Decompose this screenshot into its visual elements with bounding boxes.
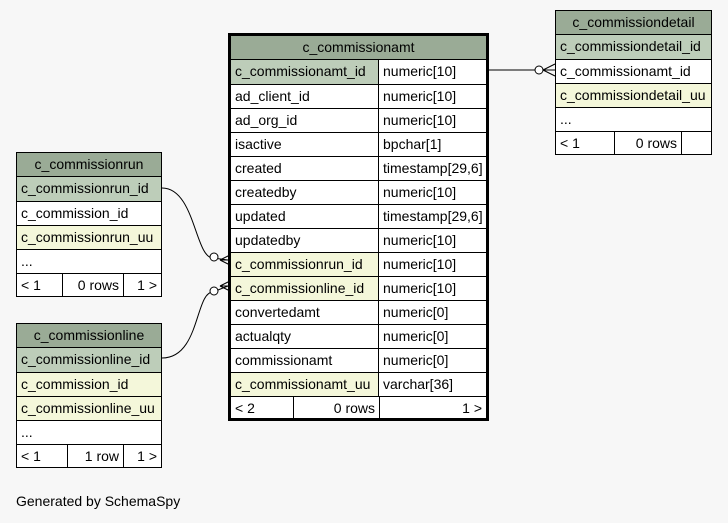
column-row[interactable]: ... bbox=[17, 249, 161, 273]
column-type: numeric[10] bbox=[378, 253, 486, 276]
column-name: c_commissionamt_uu bbox=[231, 373, 378, 396]
column-row[interactable]: c_commissiondetail_id bbox=[556, 35, 711, 59]
column-row[interactable]: ... bbox=[556, 107, 711, 131]
column-name: updatedby bbox=[235, 232, 301, 248]
footer-row-count: 0 rows bbox=[293, 397, 379, 420]
table-c-commissionrun[interactable]: c_commissionrun c_commissionrun_id c_comm… bbox=[16, 152, 162, 297]
column-row[interactable]: created timestamp[29,6] bbox=[231, 156, 486, 180]
table-footer: < 1 1 row 1 > bbox=[17, 444, 161, 468]
table-footer: < 2 0 rows 1 > bbox=[231, 396, 486, 420]
footer-children[interactable] bbox=[681, 132, 711, 155]
column-name: c_commissionrun_id bbox=[17, 177, 161, 201]
column-type: numeric[10] bbox=[378, 85, 486, 108]
column-row[interactable]: c_commissiondetail_uu bbox=[556, 83, 711, 107]
column-name: ... bbox=[21, 253, 33, 269]
column-type: numeric[10] bbox=[378, 229, 486, 252]
table-title[interactable]: c_commissiondetail bbox=[556, 11, 711, 35]
footer-row-count: 0 rows bbox=[62, 274, 123, 297]
column-row[interactable]: ... bbox=[17, 420, 161, 444]
column-row[interactable]: c_commissionline_id bbox=[17, 348, 161, 372]
column-name: c_commissionline_id bbox=[231, 277, 378, 300]
table-title[interactable]: c_commissionamt bbox=[231, 36, 486, 60]
column-row[interactable]: c_commissionrun_uu bbox=[17, 225, 161, 249]
column-name: isactive bbox=[235, 136, 282, 152]
column-type: timestamp[29,6] bbox=[378, 205, 486, 228]
column-name: ... bbox=[560, 111, 572, 127]
column-type: numeric[10] bbox=[378, 60, 486, 84]
column-row[interactable]: updatedby numeric[10] bbox=[231, 228, 486, 252]
footer-parents[interactable]: < 1 bbox=[21, 448, 41, 464]
link-run-optional-marker bbox=[209, 252, 219, 262]
footer-children[interactable]: 1 > bbox=[379, 397, 486, 420]
column-type: numeric[10] bbox=[378, 277, 486, 300]
link-detail-optional-marker bbox=[534, 65, 544, 75]
column-type: varchar[36] bbox=[378, 373, 486, 396]
column-name: actualqty bbox=[235, 328, 292, 344]
column-name: created bbox=[235, 160, 282, 176]
table-title[interactable]: c_commissionrun bbox=[17, 153, 161, 177]
footer-parents[interactable]: < 1 bbox=[21, 277, 41, 293]
column-name: ... bbox=[21, 424, 33, 440]
column-name: c_commissiondetail_id bbox=[556, 35, 711, 59]
column-name: createdby bbox=[235, 184, 297, 200]
column-name: c_commissionline_uu bbox=[17, 397, 161, 420]
column-row[interactable]: actualqty numeric[0] bbox=[231, 324, 486, 348]
column-row[interactable]: isactive bpchar[1] bbox=[231, 132, 486, 156]
column-row[interactable]: c_commission_id bbox=[17, 201, 161, 225]
link-line-optional-marker bbox=[209, 286, 219, 296]
footer-children[interactable]: 1 > bbox=[123, 445, 161, 468]
link-detail-crowfoot bbox=[542, 63, 556, 77]
column-name: c_commissionamt_id bbox=[560, 63, 691, 79]
column-name: c_commissionrun_id bbox=[231, 253, 378, 276]
column-type: numeric[10] bbox=[378, 181, 486, 204]
column-name: c_commissionamt_id bbox=[231, 60, 378, 84]
column-row[interactable]: ad_client_id numeric[10] bbox=[231, 84, 486, 108]
column-type: numeric[0] bbox=[378, 301, 486, 324]
column-row[interactable]: updated timestamp[29,6] bbox=[231, 204, 486, 228]
column-name: updated bbox=[235, 208, 286, 224]
column-type: numeric[0] bbox=[378, 325, 486, 348]
footer-parents[interactable]: < 1 bbox=[560, 135, 580, 151]
table-c-commissiondetail[interactable]: c_commissiondetail c_commissiondetail_id… bbox=[555, 10, 712, 155]
footer-row-count: 0 rows bbox=[614, 132, 681, 155]
footer-children[interactable]: 1 > bbox=[123, 274, 161, 297]
column-row[interactable]: c_commissionline_uu bbox=[17, 396, 161, 420]
column-name: c_commissionrun_uu bbox=[17, 226, 161, 249]
column-row[interactable]: ad_org_id numeric[10] bbox=[231, 108, 486, 132]
column-row[interactable]: createdby numeric[10] bbox=[231, 180, 486, 204]
column-type: timestamp[29,6] bbox=[378, 157, 486, 180]
column-name: c_commission_id bbox=[17, 373, 161, 396]
link-run-to-commissionamt bbox=[161, 187, 229, 261]
column-name: convertedamt bbox=[235, 304, 320, 320]
column-type: numeric[0] bbox=[378, 349, 486, 372]
column-name: c_commissionline_id bbox=[17, 348, 161, 372]
column-type: numeric[10] bbox=[378, 109, 486, 132]
column-row[interactable]: c_commissionrun_id bbox=[17, 177, 161, 201]
link-line-to-commissionamt bbox=[161, 285, 229, 359]
column-name: ad_client_id bbox=[235, 88, 310, 104]
generated-by-label: Generated by SchemaSpy bbox=[16, 493, 181, 509]
column-row[interactable]: c_commission_id bbox=[17, 372, 161, 396]
column-row[interactable]: convertedamt numeric[0] bbox=[231, 300, 486, 324]
column-name: ad_org_id bbox=[235, 112, 298, 128]
column-name: c_commissiondetail_uu bbox=[556, 84, 711, 107]
column-type: bpchar[1] bbox=[378, 133, 486, 156]
column-row[interactable]: commissionamt numeric[0] bbox=[231, 348, 486, 372]
column-row[interactable]: c_commissionamt_id bbox=[556, 59, 711, 83]
column-name: commissionamt bbox=[235, 352, 333, 368]
table-title[interactable]: c_commissionline bbox=[17, 324, 161, 348]
table-footer: < 1 0 rows 1 > bbox=[17, 273, 161, 297]
footer-parents[interactable]: < 2 bbox=[235, 400, 255, 416]
column-name: c_commission_id bbox=[21, 205, 129, 221]
table-footer: < 1 0 rows bbox=[556, 131, 711, 155]
footer-row-count: 1 row bbox=[67, 445, 123, 468]
